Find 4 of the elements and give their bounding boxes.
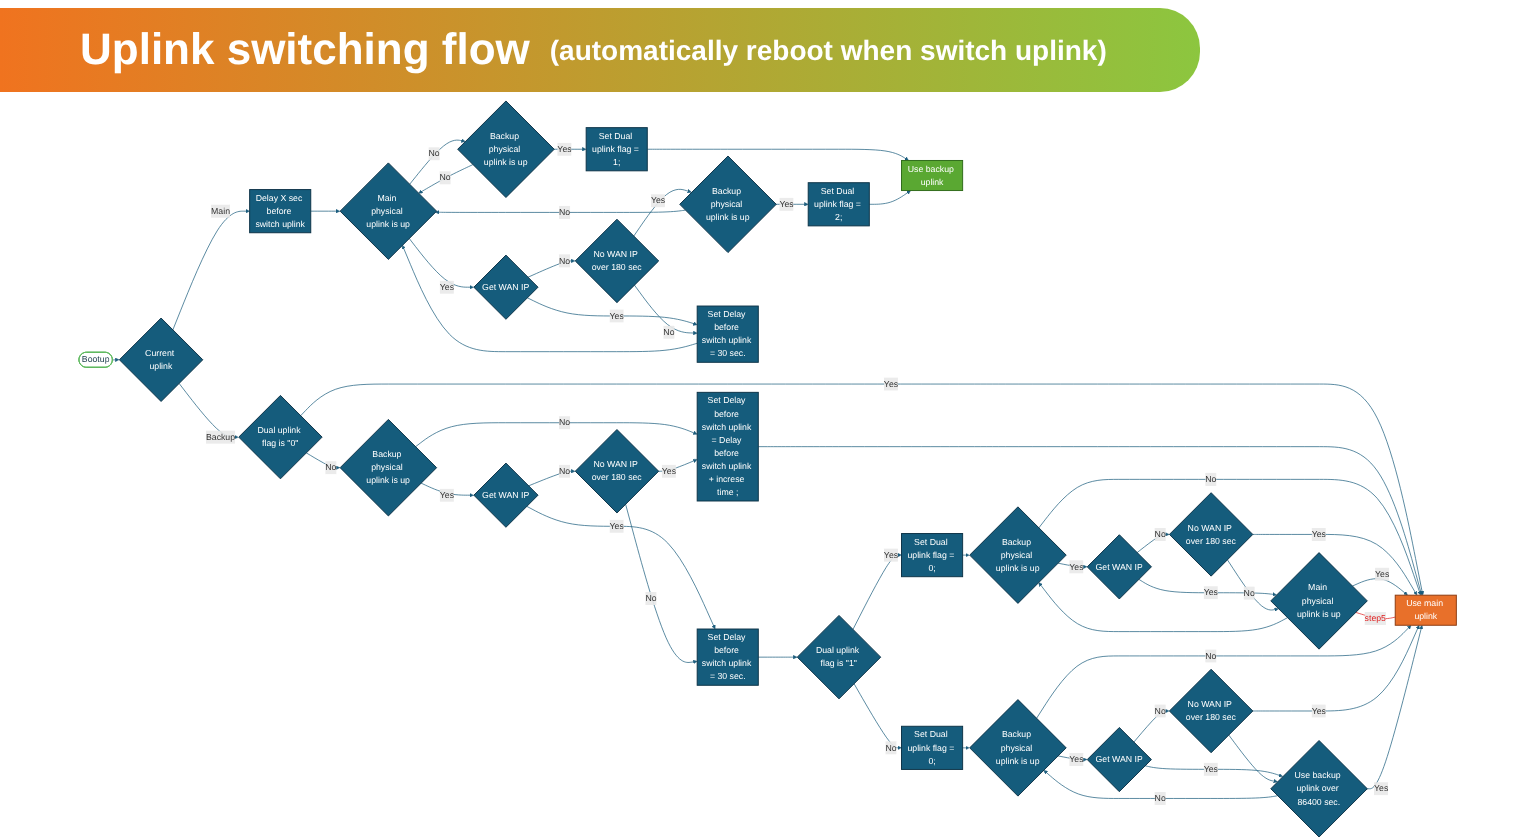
arrow <box>962 553 970 558</box>
subtitle: (automatically reboot when switch uplink) <box>549 34 1107 66</box>
arrow <box>112 357 120 362</box>
title: Uplink switching flow <box>80 24 530 76</box>
